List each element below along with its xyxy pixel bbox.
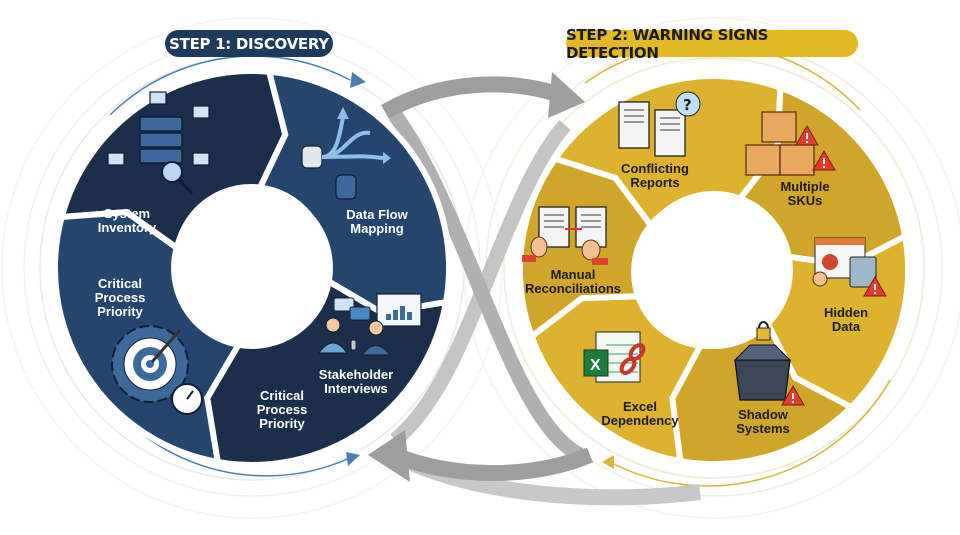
arrowhead-icon: [346, 452, 360, 466]
label-critical-process-priority-2: Critical Process Priority: [256, 388, 308, 431]
calculator-warning-icon: [812, 237, 887, 297]
label-stakeholder-interviews: Stakeholder Interviews: [318, 367, 394, 396]
conflicting-documents-icon: ?: [618, 91, 701, 157]
label-excel-dependency: Excel Dependency: [601, 399, 679, 428]
label-hidden-data: Hidden Data: [823, 305, 869, 334]
step1-title: STEP 1: DISCOVERY: [165, 30, 333, 57]
segment-stakeholder-interviews: [204, 276, 450, 468]
arrowhead-left-icon: [368, 430, 410, 482]
server-network-icon: [107, 91, 210, 195]
top-connector-arrow: [380, 76, 563, 119]
connecting-arrows: [368, 72, 702, 506]
arrowhead-icon: [602, 455, 614, 469]
stakeholders-icon: [318, 293, 422, 356]
label-conflicting-reports: Conflicting Reports: [621, 161, 689, 190]
label-manual-reconciliations: Manual Reconciliations: [524, 267, 622, 296]
label-data-flow-mapping: Data Flow Mapping: [346, 207, 408, 236]
discovery-flow-arc: [109, 55, 351, 116]
background-ring: [1, 17, 503, 519]
data-flow-icon: [301, 107, 391, 200]
arrowhead-right-icon: [548, 72, 585, 118]
arrowhead-icon: [350, 72, 366, 88]
step2-title: STEP 2: WARNING SIGNS DETECTION: [566, 26, 858, 62]
locked-box-icon: [733, 321, 805, 406]
label-multiple-skus: Multiple SKUs: [780, 179, 830, 208]
target-gear-icon: [111, 325, 203, 415]
icons: ?X: [107, 91, 887, 415]
background-ring: [503, 57, 925, 479]
bottom-connector-arrow-dark: [391, 447, 594, 481]
connector-arc-gray: [388, 110, 584, 462]
label-shadow-systems: Shadow Systems: [736, 407, 790, 436]
manual-documents-icon: [522, 206, 608, 265]
warning-flow-arc: [609, 379, 891, 487]
warning-center: [631, 195, 785, 349]
boxes-warning-icon: [745, 111, 836, 176]
label-system-inventory: System Inventory: [97, 206, 157, 235]
discovery-center: [173, 184, 329, 340]
excel-x-icon: X: [590, 357, 601, 374]
label-critical-process-priority: Critical Process Priority: [94, 276, 146, 319]
excel-broken-link-icon: X: [583, 331, 646, 383]
question-mark-icon: ?: [683, 96, 692, 114]
discovery-ring: [52, 68, 452, 468]
